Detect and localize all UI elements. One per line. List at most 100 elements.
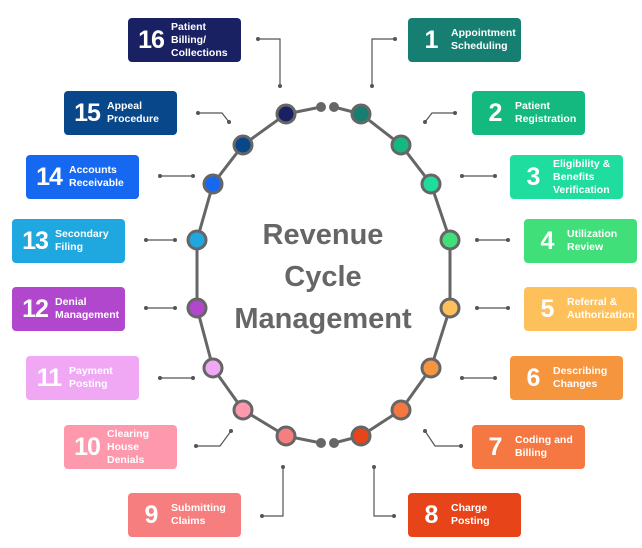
connector-dot <box>393 37 397 41</box>
step-number: 11 <box>36 363 62 392</box>
connector-dot <box>453 111 457 115</box>
step-node-3 <box>420 173 442 195</box>
step-node-16 <box>275 103 297 125</box>
ring-end-dot <box>329 102 339 112</box>
step-number: 16 <box>138 25 165 54</box>
step-number: 7 <box>488 432 503 461</box>
ring-left-arc <box>195 105 322 445</box>
step-node-13 <box>186 229 208 251</box>
step-number: 2 <box>488 98 503 127</box>
step-label: Denial Management <box>55 296 120 321</box>
step-number: 1 <box>424 25 439 54</box>
connector-dot <box>423 429 427 433</box>
step-node-7 <box>390 399 412 421</box>
connector-dot <box>256 37 260 41</box>
step-box-7: 7 Coding and Billing <box>472 425 585 469</box>
step-node-10 <box>232 399 254 421</box>
step-number: 15 <box>74 98 101 127</box>
connector-dot <box>158 174 162 178</box>
step-node-8 <box>350 425 372 447</box>
step-node-12 <box>186 297 208 319</box>
step-number: 12 <box>22 294 49 323</box>
connector-dot <box>392 514 396 518</box>
connector-dot <box>459 444 463 448</box>
step-node-6 <box>420 357 442 379</box>
step-node-9 <box>275 425 297 447</box>
step-node-14 <box>202 173 224 195</box>
step-label: Charge Posting <box>451 502 490 527</box>
connector-line-8 <box>373 467 394 517</box>
step-label: Submitting Claims <box>171 502 226 527</box>
title-line-3: Management <box>234 303 412 335</box>
connector-dot <box>229 429 233 433</box>
step-label: Payment Posting <box>69 365 113 390</box>
connector-dot <box>372 465 376 469</box>
connector-line-16 <box>258 38 281 86</box>
step-label: Appeal Procedure <box>107 100 159 125</box>
ring-end-dot <box>316 438 326 448</box>
connector-line-15 <box>198 112 230 123</box>
step-label: Utilization Review <box>567 228 618 253</box>
step-box-5: 5 Referral & Authorization <box>524 287 637 331</box>
connector-dot <box>370 84 374 88</box>
step-label: Clearing House Denials <box>107 427 150 466</box>
ring-end-dot <box>329 438 339 448</box>
step-box-4: 4 Utilization Review <box>524 219 637 263</box>
step-number: 14 <box>36 162 63 191</box>
step-box-11: 11 Payment Posting <box>26 356 139 400</box>
title-line-2: Cycle <box>284 261 362 293</box>
connector-dot <box>506 306 510 310</box>
step-node-4 <box>439 229 461 251</box>
connector-dot <box>493 174 497 178</box>
connector-line-7 <box>424 430 461 447</box>
connector-dot <box>227 120 231 124</box>
connector-dot <box>144 306 148 310</box>
step-label: Coding and Billing <box>515 434 573 459</box>
diagram-title: Revenue Cycle Management <box>218 214 428 340</box>
connector-dot <box>475 238 479 242</box>
step-label: Patient Billing/ Collections <box>171 20 228 59</box>
ring-end-dot <box>316 102 326 112</box>
step-number: 10 <box>74 432 101 461</box>
connector-dot <box>475 306 479 310</box>
step-node-5 <box>439 297 461 319</box>
step-number: 8 <box>424 500 439 529</box>
step-node-11 <box>202 357 224 379</box>
connector-dot <box>506 238 510 242</box>
step-label: Referral & Authorization <box>567 296 635 321</box>
step-box-1: 1 Appointment Scheduling <box>408 18 521 62</box>
connector-dot <box>194 444 198 448</box>
connector-dot <box>460 174 464 178</box>
step-number: 4 <box>540 226 555 255</box>
ring-right-arc <box>333 105 452 445</box>
step-number: 5 <box>540 294 555 323</box>
step-label: Accounts Receivable <box>69 164 124 189</box>
connector-dot <box>281 465 285 469</box>
connector-dot <box>196 111 200 115</box>
connector-dot <box>144 238 148 242</box>
connector-dot <box>278 84 282 88</box>
title-line-1: Revenue <box>262 219 384 251</box>
step-node-2 <box>390 134 412 156</box>
step-box-8: 8 Charge Posting <box>408 493 521 537</box>
step-label: Patient Registration <box>515 100 577 125</box>
connector-line-2 <box>424 112 455 123</box>
connector-dot <box>493 376 497 380</box>
connector-dot <box>191 376 195 380</box>
connector-dot <box>423 120 427 124</box>
step-label: Secondary Filing <box>55 228 109 253</box>
step-node-15 <box>232 134 254 156</box>
step-label: Appointment Scheduling <box>451 27 516 52</box>
connector-dot <box>173 306 177 310</box>
step-label: Describing Changes <box>553 365 608 390</box>
step-number: 3 <box>526 162 541 191</box>
